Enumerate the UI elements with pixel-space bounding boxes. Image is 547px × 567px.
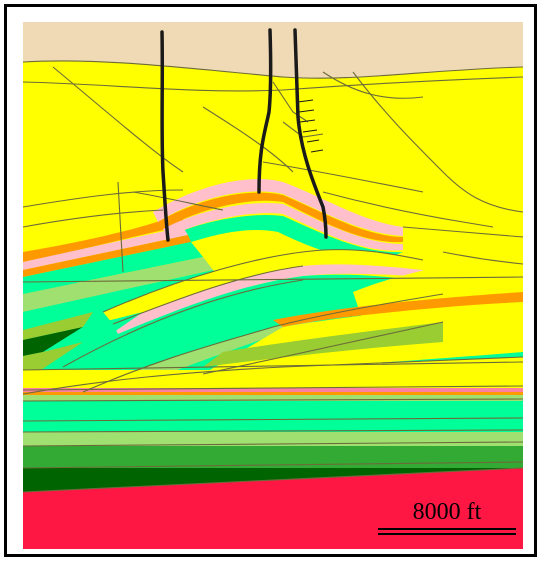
layer-pink-band	[23, 388, 523, 392]
layer-pink-anticline	[153, 179, 403, 236]
layer-orange-anticline	[158, 192, 403, 243]
thrust-pink	[113, 264, 423, 334]
thrust-green-lower	[43, 312, 143, 367]
cross-section	[23, 22, 523, 549]
right-orange	[273, 292, 523, 327]
layer-anticline-core	[168, 214, 403, 261]
layer-midgreen-band	[23, 446, 523, 468]
right-yellowgreen	[203, 322, 443, 367]
well-1	[160, 30, 170, 242]
layer-light-band	[23, 395, 523, 401]
well-3	[293, 28, 328, 239]
well-marks	[297, 99, 324, 153]
layer-orange-left	[23, 218, 183, 262]
layer-left-pink	[23, 227, 188, 270]
scale-bar-line-bottom	[378, 533, 516, 535]
thrust-green	[83, 274, 443, 392]
fault-lines	[23, 60, 523, 493]
layer-pink-lower	[163, 203, 403, 251]
wellbores	[160, 28, 328, 242]
layer-green-band-1	[23, 401, 523, 421]
layer-left-yellowgreen	[23, 312, 93, 340]
scale-bar: 8000 ft	[378, 499, 516, 535]
scale-bar-line-top	[378, 528, 516, 530]
layer-left-darkgreen	[23, 327, 83, 356]
scale-bar-label: 8000 ft	[412, 499, 482, 525]
layer-orange-band	[23, 392, 523, 395]
well-2	[257, 28, 273, 194]
layer-left-lightgreen	[23, 257, 213, 312]
layer-left-orange	[23, 235, 191, 277]
